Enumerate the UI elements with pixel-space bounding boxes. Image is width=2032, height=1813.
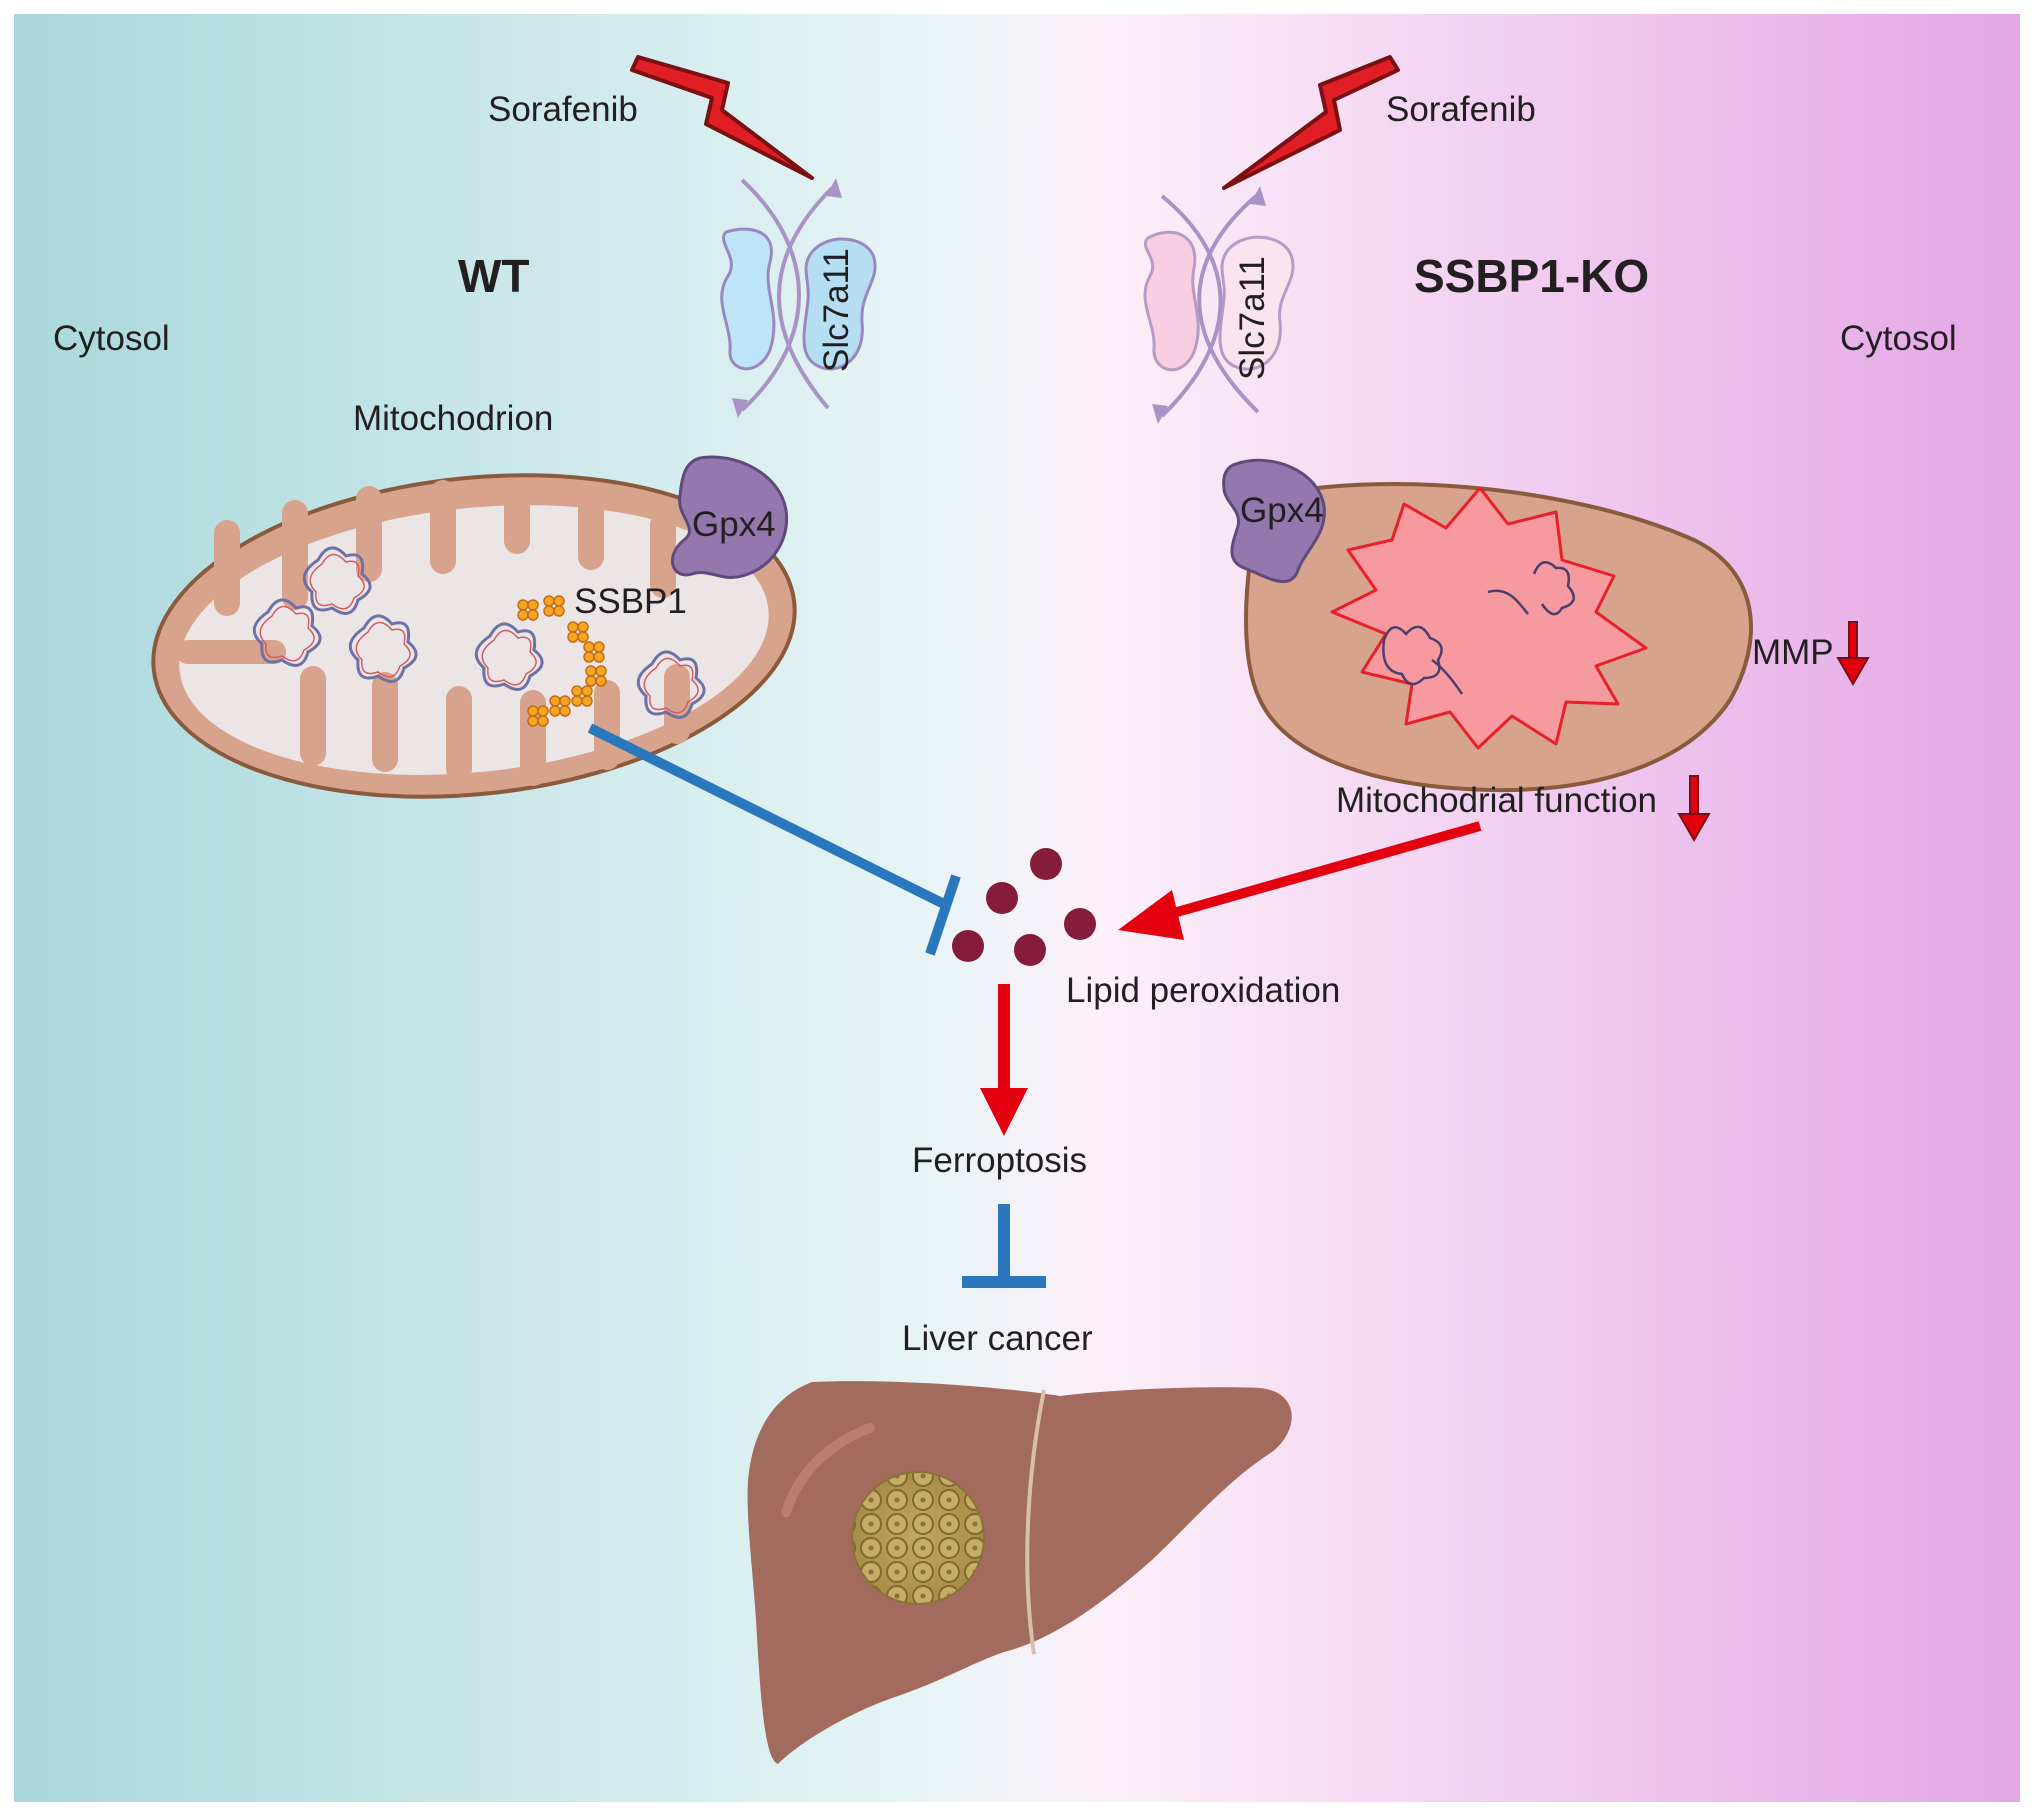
ssbp1-ko-title: SSBP1-KO (1414, 250, 1649, 302)
gpx4-label-left: Gpx4 (692, 505, 776, 544)
lightning-bolt-icon (1222, 55, 1400, 190)
tumor-icon (851, 1471, 985, 1605)
mmp-label: MMP (1752, 633, 1834, 672)
ssbp1-protein-icon (517, 595, 607, 727)
liver-cancer-label: Liver cancer (902, 1319, 1093, 1358)
gpx4-protein-icon (671, 455, 789, 579)
cytosol-label-left: Cytosol (53, 319, 170, 358)
gpx4-label-right: Gpx4 (1240, 491, 1324, 530)
lipid-peroxidation-dots (952, 848, 1096, 966)
sorafenib-label-left: Sorafenib (488, 90, 638, 129)
inhibit-bar-icon (962, 1204, 1046, 1288)
ssbp1-label: SSBP1 (574, 582, 687, 621)
ferroptosis-label: Ferroptosis (912, 1141, 1087, 1180)
transporter-icon (720, 178, 877, 418)
mitochondrion-icon (151, 473, 797, 799)
gpx4-protein-icon (1222, 458, 1326, 583)
lightning-bolt-icon (630, 55, 814, 180)
mitochondrial-function-label: Mitochodrial function (1336, 781, 1657, 820)
activation-arrow (1118, 821, 1482, 940)
slc7a11-label-right: Slc7a11 (1233, 256, 1272, 380)
cytosol-label-right: Cytosol (1840, 319, 1957, 358)
slc7a11-label-left: Slc7a11 (817, 248, 856, 372)
wt-title: WT (458, 250, 530, 302)
down-arrow-icon (1836, 621, 1870, 687)
sorafenib-label-right: Sorafenib (1386, 90, 1536, 129)
inhibit-bar-icon (587, 723, 961, 956)
mitochondrion-icon (1244, 482, 1754, 793)
transporter-icon (1143, 186, 1295, 424)
liver-icon (747, 1381, 1292, 1764)
lipid-peroxidation-label: Lipid peroxidation (1066, 971, 1340, 1010)
activation-arrow (980, 984, 1028, 1136)
down-arrow-icon (1677, 775, 1711, 843)
mitochondrion-label: Mitochodrion (353, 399, 553, 438)
